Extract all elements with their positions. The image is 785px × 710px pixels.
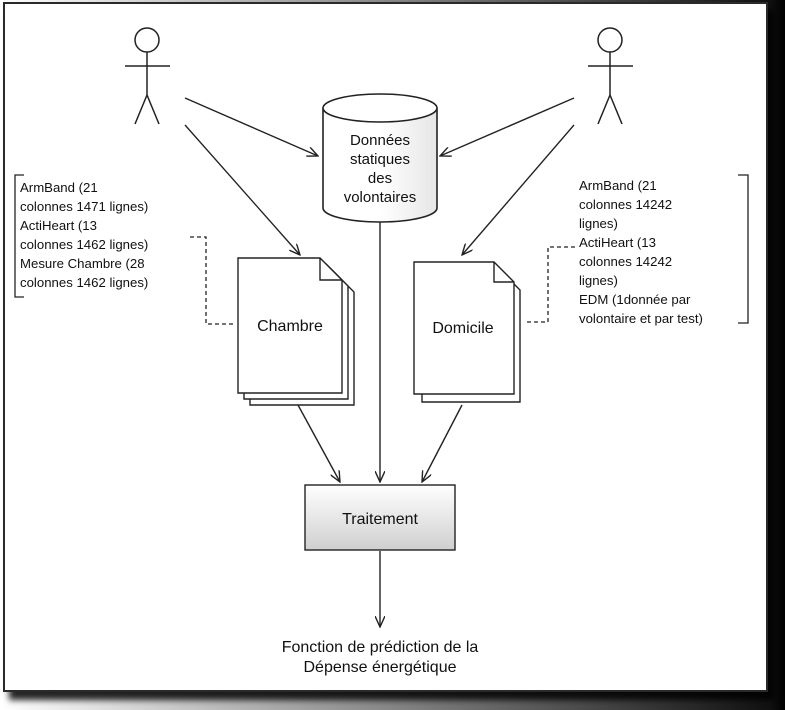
- right-note-line-5: colonnes 14242: [579, 254, 672, 269]
- output-line-1: Fonction de prédiction de la: [282, 639, 479, 656]
- db-cylinder: [322, 93, 438, 223]
- domicile-label: Domicile: [432, 320, 493, 337]
- db-label-line-4: volontaires: [344, 189, 417, 206]
- right-note-line-2: colonnes 14242: [579, 197, 672, 212]
- db-label-line-1: Données: [350, 132, 410, 149]
- arrow-domicile-to-traitement: [422, 404, 463, 482]
- right-note-line-1: ArmBand (21: [579, 178, 657, 193]
- arrow-chambre-to-traitement: [297, 404, 340, 482]
- traitement-label: Traitement: [342, 511, 418, 528]
- output-line-2: Dépense énergétique: [303, 659, 456, 676]
- actor-left-figure: [125, 27, 170, 125]
- left-note-line-3: ActiHeart (13: [20, 218, 97, 233]
- arrow-actor-right-to-db: [440, 97, 575, 156]
- right-note-line-7: EDM (1donnée par: [579, 292, 691, 307]
- left-note-bracket: [14, 174, 234, 325]
- db-label-line-2: statiques: [350, 151, 410, 168]
- right-note-line-8: volontaire et par test): [579, 311, 703, 326]
- left-note-line-4: colonnes 1462 lignes): [20, 237, 148, 252]
- chambre-document-stack: [237, 257, 355, 406]
- left-note-line-6: colonnes 1462 lignes): [20, 275, 148, 290]
- arrow-actor-left-to-chambre: [184, 124, 300, 255]
- arrow-actor-left-to-db: [184, 97, 318, 156]
- left-note-line-5: Mesure Chambre (28: [20, 256, 145, 271]
- db-label-line-3: des: [368, 170, 392, 187]
- traitement-box: [304, 484, 456, 551]
- left-note-line-2: colonnes 1471 lignes): [20, 199, 148, 214]
- connector-arrows: [184, 97, 575, 627]
- arrow-actor-right-to-domicile: [462, 124, 575, 255]
- right-note-line-3: lignes): [579, 216, 618, 231]
- chambre-label: Chambre: [257, 318, 323, 335]
- right-note-line-4: ActiHeart (13: [579, 235, 656, 250]
- domicile-document-stack: [413, 261, 521, 403]
- right-note-bracket: [524, 174, 749, 324]
- actor-right-figure: [588, 27, 633, 125]
- right-note-line-6: lignes): [579, 273, 618, 288]
- left-note-line-1: ArmBand (21: [20, 180, 98, 195]
